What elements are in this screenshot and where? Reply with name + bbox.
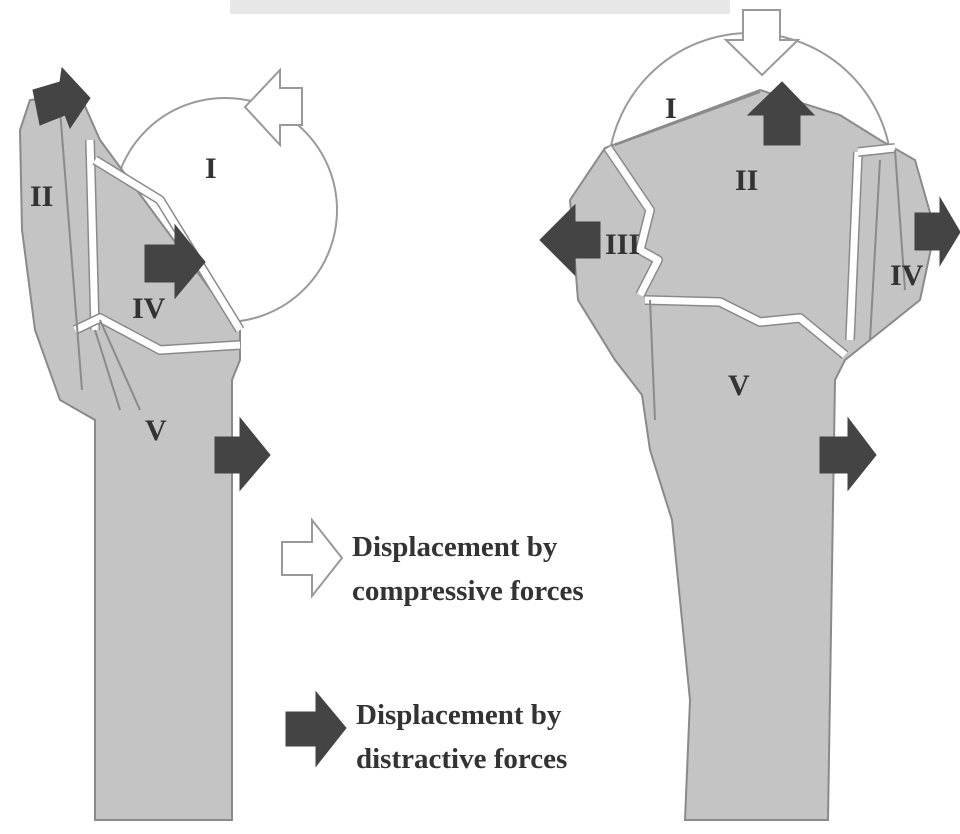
right-label-iv: IV bbox=[890, 259, 924, 292]
right-bone-shape bbox=[570, 90, 935, 820]
left-label-v: V bbox=[145, 414, 167, 447]
right-hollow-arrow-icon bbox=[726, 10, 798, 75]
legend-solid-arrow-icon bbox=[286, 692, 346, 766]
legend: Displacement by compressive forces Displ… bbox=[282, 520, 584, 775]
right-humerus: I II III IV V bbox=[540, 10, 960, 820]
right-label-i: I bbox=[665, 92, 677, 125]
left-label-ii: II bbox=[30, 180, 53, 213]
right-label-ii: II bbox=[735, 164, 758, 197]
left-hollow-arrow-icon bbox=[245, 70, 302, 145]
right-label-v: V bbox=[728, 369, 750, 402]
cropped-title-remnant bbox=[230, 0, 730, 14]
legend-compressive-line1: Displacement by bbox=[352, 531, 558, 563]
right-label-iii: III bbox=[605, 228, 640, 261]
left-label-iv: IV bbox=[132, 292, 166, 325]
legend-hollow-arrow-icon bbox=[282, 520, 342, 596]
legend-distractive-line1: Displacement by bbox=[356, 699, 562, 731]
legend-compressive-line2: compressive forces bbox=[352, 575, 584, 607]
left-humerus: I II IV V bbox=[20, 68, 337, 820]
legend-distractive-line2: distractive forces bbox=[356, 743, 567, 775]
left-label-i: I bbox=[205, 152, 217, 185]
